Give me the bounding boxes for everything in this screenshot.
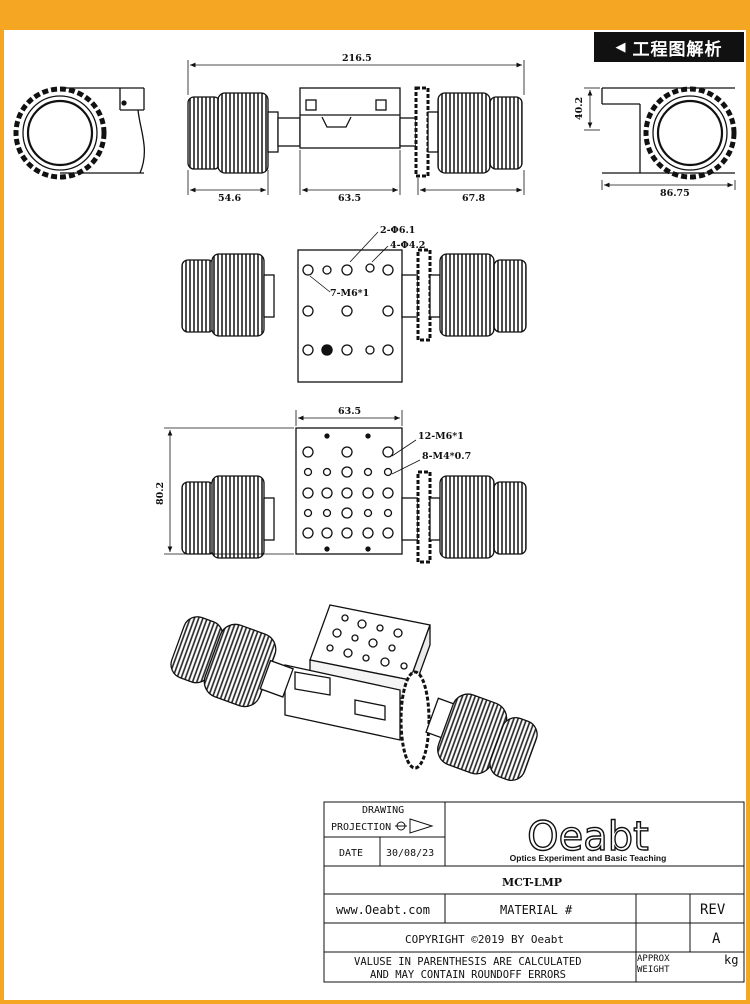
hole-callout-c: 7-M6*1 — [330, 288, 369, 299]
header-title: 工程图解析 — [632, 39, 723, 60]
dim-bottom-height: 80.2 — [155, 482, 166, 505]
title-block — [323, 801, 745, 983]
projection-label-1: DRAWING — [362, 805, 404, 816]
dim-bottom-width: 63.5 — [338, 406, 361, 417]
weight-unit: kg — [724, 953, 738, 967]
back-arrow-icon[interactable]: ◀ — [615, 39, 627, 55]
part-number: MCT-LMP — [502, 876, 562, 889]
dim-mid-length: 63.5 — [338, 193, 361, 204]
title-block-text: DRAWING PROJECTION DATE 30/08/23 — [331, 805, 434, 859]
dim-overall-length: 216.5 — [342, 53, 372, 64]
left-end-view — [13, 86, 146, 180]
logo-subtitle: Optics Experiment and Basic Teaching — [510, 853, 667, 863]
approx-label-1: APPROX — [637, 954, 670, 964]
note-line-2: AND MAY CONTAIN ROUNDOFF ERRORS — [370, 969, 566, 981]
isometric-view — [170, 604, 538, 782]
hole-view — [181, 231, 527, 383]
logo-wordmark: Oeabt — [527, 814, 649, 860]
top-view — [187, 60, 525, 195]
dim-side-height: 40.2 — [574, 97, 585, 120]
approx-label-2: WEIGHT — [637, 965, 670, 975]
bottom-view — [164, 410, 527, 564]
copyright: COPYRIGHT ©2019 BY Oeabt — [405, 933, 564, 946]
date-label: DATE — [339, 848, 363, 859]
dim-side-width: 86.75 — [660, 188, 690, 199]
material-label: MATERIAL # — [500, 903, 573, 917]
bottom-callout-a: 12-M6*1 — [418, 431, 464, 442]
right-end-view — [584, 86, 737, 190]
dim-left-length: 54.6 — [218, 193, 242, 204]
dim-right-length: 67.8 — [462, 193, 486, 204]
hole-callout-b: 4-Φ4.2 — [390, 240, 425, 251]
rev-value: A — [712, 931, 721, 947]
bottom-callout-b: 8-M4*0.7 — [422, 451, 471, 462]
date-value: 30/08/23 — [386, 848, 434, 859]
website[interactable]: www.Oeabt.com — [336, 903, 430, 917]
projection-label-2: PROJECTION — [331, 822, 391, 833]
rev-label: REV — [700, 902, 726, 918]
hole-callout-a: 2-Φ6.1 — [380, 225, 415, 236]
header-tab[interactable]: ◀ 工程图解析 — [594, 32, 744, 62]
note-line-1: VALUSE IN PARENTHESIS ARE CALCULATED — [354, 956, 582, 968]
